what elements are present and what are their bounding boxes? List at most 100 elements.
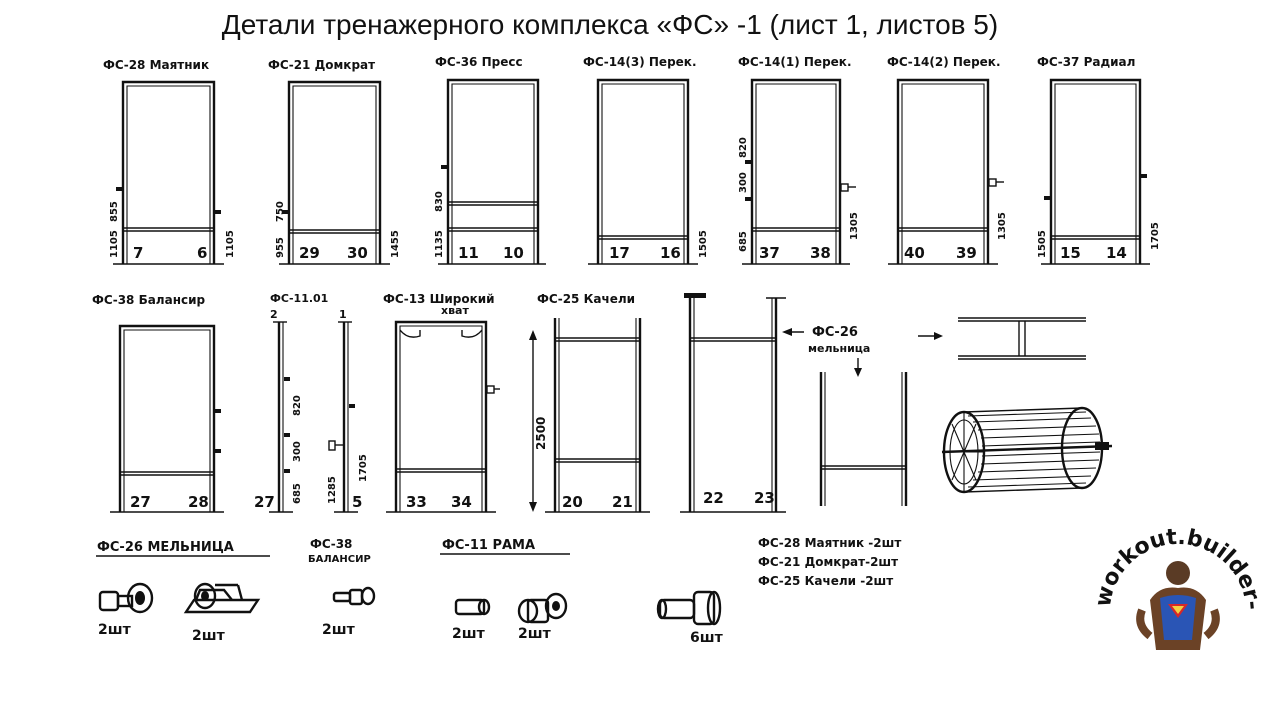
fs11-post-1-num: 1 bbox=[339, 308, 347, 321]
qty-mill-bushing: 2шт bbox=[98, 622, 132, 638]
frame-fs14-1: ФС-14(1) Перек. 685 300 820 1305 37 38 bbox=[738, 55, 860, 265]
label-fs13-line1: ФС-13 Широкий bbox=[383, 292, 495, 306]
num-fs13-left: 33 bbox=[406, 493, 427, 511]
dim-fs21-c: 1455 bbox=[390, 230, 401, 258]
num-fs14-2-left: 40 bbox=[904, 244, 925, 262]
label-fs25: ФС-25 Качели bbox=[537, 292, 635, 306]
dim-fs11-a: 820 bbox=[292, 395, 303, 416]
notes-block: ФС-28 Маятник -2шт ФС-21 Домкрат-2шт ФС-… bbox=[758, 536, 901, 588]
dim-fs21-b: 750 bbox=[275, 201, 286, 222]
parts-fs26-mill: ФС-26 МЕЛЬНИЦА 2шт 2шт bbox=[96, 540, 270, 644]
note-line-3: ФС-25 Качели -2шт bbox=[758, 574, 893, 588]
qty-extra: 6шт bbox=[690, 630, 724, 646]
dim-fs11-b: 300 bbox=[292, 441, 303, 462]
frame-fs37: ФС-37 Радиал 1505 1705 15 14 bbox=[1037, 55, 1161, 265]
note-line-1: ФС-28 Маятник -2шт bbox=[758, 536, 901, 550]
label-fs26: ФС-26 bbox=[812, 325, 858, 340]
dim-fs11-c: 685 bbox=[292, 483, 303, 504]
bearing-housing-part bbox=[183, 582, 261, 614]
note-line-2: ФС-21 Домкрат-2шт bbox=[758, 555, 898, 569]
row3-parts: ФС-26 МЕЛЬНИЦА 2шт 2шт ФС-38 БАЛАН bbox=[96, 536, 901, 646]
dim-fs14-1-a: 685 bbox=[738, 231, 749, 252]
frame-fs38: ФС-38 Балансир 27 28 bbox=[92, 293, 224, 513]
dim-fs37-a: 1505 bbox=[1037, 230, 1048, 258]
qty-rama-2: 2шт bbox=[518, 626, 552, 642]
num-fs25-left: 20 bbox=[562, 493, 583, 511]
num-fs25-right: 21 bbox=[612, 493, 633, 511]
frame-fs14-2: ФС-14(2) Перек. 1305 40 39 bbox=[887, 55, 1008, 265]
dim-fs28-c: 1105 bbox=[225, 230, 236, 258]
num-fs14-3-right: 16 bbox=[660, 244, 681, 262]
dim-fs21-a: 955 bbox=[275, 237, 286, 258]
frame-fs14-3: ФС-14(3) Перек. 1505 17 16 bbox=[583, 55, 709, 265]
dim-fs14-1-b: 300 bbox=[738, 172, 749, 193]
num-fs21-right: 30 bbox=[347, 244, 368, 262]
num-fs14-1-left: 37 bbox=[759, 244, 780, 262]
num-fs37-right: 14 bbox=[1106, 244, 1127, 262]
label-fs28: ФС-28 Маятник bbox=[103, 58, 209, 72]
label-fs37: ФС-37 Радиал bbox=[1037, 55, 1135, 69]
dim-fs14-3: 1505 bbox=[698, 230, 709, 258]
num-fs36-right: 10 bbox=[503, 244, 524, 262]
num-fs25b-right: 23 bbox=[754, 489, 775, 507]
dim-fs14-1-c: 820 bbox=[738, 137, 749, 158]
parts-fs38-balancer: ФС-38 БАЛАНСИР 2шт bbox=[308, 537, 376, 638]
dim-fs14-1-d: 1305 bbox=[849, 212, 860, 240]
posts-fs11-01: ФС-11.01 2 1 820 300 685 1285 1705 27 5 bbox=[254, 292, 369, 513]
sheet-title: Детали тренажерного комплекса «ФС» -1 (л… bbox=[222, 9, 998, 40]
num-fs14-3-left: 17 bbox=[609, 244, 630, 262]
parts-extra: 6шт bbox=[656, 590, 724, 646]
dim-fs14-2: 1305 bbox=[997, 212, 1008, 240]
dim-fs11-e: 1705 bbox=[358, 454, 369, 482]
mill-drum bbox=[941, 406, 1113, 494]
dim-fs37-b: 1705 bbox=[1150, 222, 1161, 250]
dim-fs11-d: 1285 bbox=[327, 476, 338, 504]
label-fs14-1: ФС-14(1) Перек. bbox=[738, 55, 852, 69]
dim-fs28-a: 1105 bbox=[109, 230, 120, 258]
assembly-fs26-mill: ФС-26 мельница bbox=[808, 317, 1113, 506]
label-fs21: ФС-21 Домкрат bbox=[268, 58, 375, 72]
row2-frames: ФС-38 Балансир 27 28 ФС-11.01 2 1 bbox=[92, 292, 1113, 513]
fs11-post-2-num: 2 bbox=[270, 308, 278, 321]
num-fs11-left: 27 bbox=[254, 493, 275, 511]
frame-fs25-b: 22 23 bbox=[680, 293, 804, 513]
label-fs26-mill: мельница bbox=[808, 342, 870, 355]
num-fs21-left: 29 bbox=[299, 244, 320, 262]
row1-frames: ФС-28 Маятник 1105 855 1105 7 6 ФС-21 До… bbox=[103, 55, 1161, 265]
num-fs13-right: 34 bbox=[451, 493, 472, 511]
qty-rama-1: 2шт bbox=[452, 626, 486, 642]
num-fs37-left: 15 bbox=[1060, 244, 1081, 262]
num-fs14-2-right: 39 bbox=[956, 244, 977, 262]
label-fs36: ФС-36 Пресс bbox=[435, 55, 523, 69]
num-fs28-left: 7 bbox=[133, 244, 143, 262]
num-fs28-right: 6 bbox=[197, 244, 207, 262]
num-fs25b-left: 22 bbox=[703, 489, 724, 507]
athlete-emblem bbox=[1136, 561, 1220, 650]
label-fs14-2: ФС-14(2) Перек. bbox=[887, 55, 1001, 69]
num-fs14-1-right: 38 bbox=[810, 244, 831, 262]
label-fs11-01: ФС-11.01 bbox=[270, 292, 328, 305]
frame-fs28: ФС-28 Маятник 1105 855 1105 7 6 bbox=[103, 58, 236, 265]
num-fs11-right: 5 bbox=[352, 493, 362, 511]
qty-bal: 2шт bbox=[322, 622, 356, 638]
num-fs38-left: 27 bbox=[130, 493, 151, 511]
bushing-part bbox=[98, 582, 154, 614]
frame-fs21: ФС-21 Домкрат 955 750 1455 29 30 bbox=[268, 58, 401, 265]
label-parts-mill: ФС-26 МЕЛЬНИЦА bbox=[97, 540, 234, 555]
dim-fs28-b: 855 bbox=[109, 201, 120, 222]
frame-fs36: ФС-36 Пресс 1135 830 11 10 bbox=[434, 55, 546, 265]
dim-fs36-a: 1135 bbox=[434, 230, 445, 258]
num-fs36-left: 11 bbox=[458, 244, 479, 262]
parts-fs11-rama: ФС-11 РАМА 2шт 2шт bbox=[440, 538, 570, 642]
qty-mill-housing: 2шт bbox=[192, 628, 226, 644]
label-parts-bal-2: БАЛАНСИР bbox=[308, 554, 371, 565]
frame-fs13: ФС-13 Широкий хват 33 34 bbox=[383, 292, 500, 513]
label-fs14-3: ФС-14(3) Перек. bbox=[583, 55, 697, 69]
label-fs13-line2: хват bbox=[441, 304, 469, 317]
label-parts-rama: ФС-11 РАМА bbox=[442, 538, 535, 553]
num-fs38-right: 28 bbox=[188, 493, 209, 511]
dim-fs36-b: 830 bbox=[434, 191, 445, 212]
frame-fs25: ФС-25 Качели 2500 20 21 bbox=[529, 292, 650, 513]
label-parts-bal-1: ФС-38 bbox=[310, 537, 352, 551]
